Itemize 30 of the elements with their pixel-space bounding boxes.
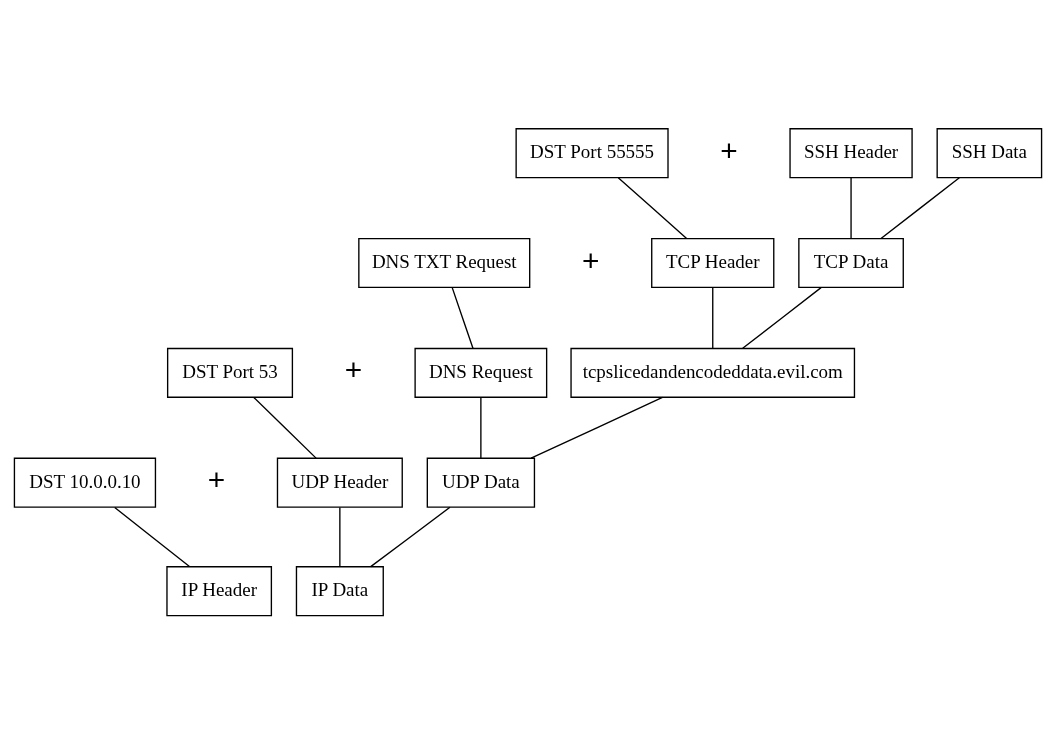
- connector: [370, 506, 451, 567]
- connector: [339, 506, 341, 567]
- node-box: IP Data: [295, 565, 384, 616]
- node-box: TCP Data: [798, 237, 904, 288]
- connector: [530, 396, 664, 459]
- node-box: DST Port 53: [166, 347, 294, 398]
- node-box: tcpslicedandencodeddata.evil.com: [570, 347, 856, 398]
- node-box: DST 10.0.0.10: [13, 457, 157, 508]
- node-box: IP Header: [166, 565, 273, 616]
- node-box: TCP Header: [651, 237, 775, 288]
- connector: [880, 176, 961, 239]
- connector: [253, 396, 317, 459]
- node-box: SSH Data: [936, 127, 1043, 178]
- connector: [742, 286, 822, 349]
- node-box: UDP Header: [276, 457, 403, 508]
- node-box: UDP Data: [426, 457, 536, 508]
- connector: [114, 506, 191, 567]
- node-box: DNS Request: [414, 347, 548, 398]
- node-box: SSH Header: [789, 127, 913, 178]
- node-box: DST Port 55555: [515, 127, 669, 178]
- connector: [480, 396, 482, 459]
- connector: [451, 286, 474, 349]
- connector: [850, 176, 852, 239]
- node-box: DNS TXT Request: [358, 237, 531, 288]
- label: +: [207, 462, 226, 496]
- label: +: [720, 133, 738, 167]
- label: +: [582, 243, 600, 277]
- label: +: [344, 352, 363, 386]
- connector: [617, 176, 688, 239]
- connector: [712, 286, 714, 349]
